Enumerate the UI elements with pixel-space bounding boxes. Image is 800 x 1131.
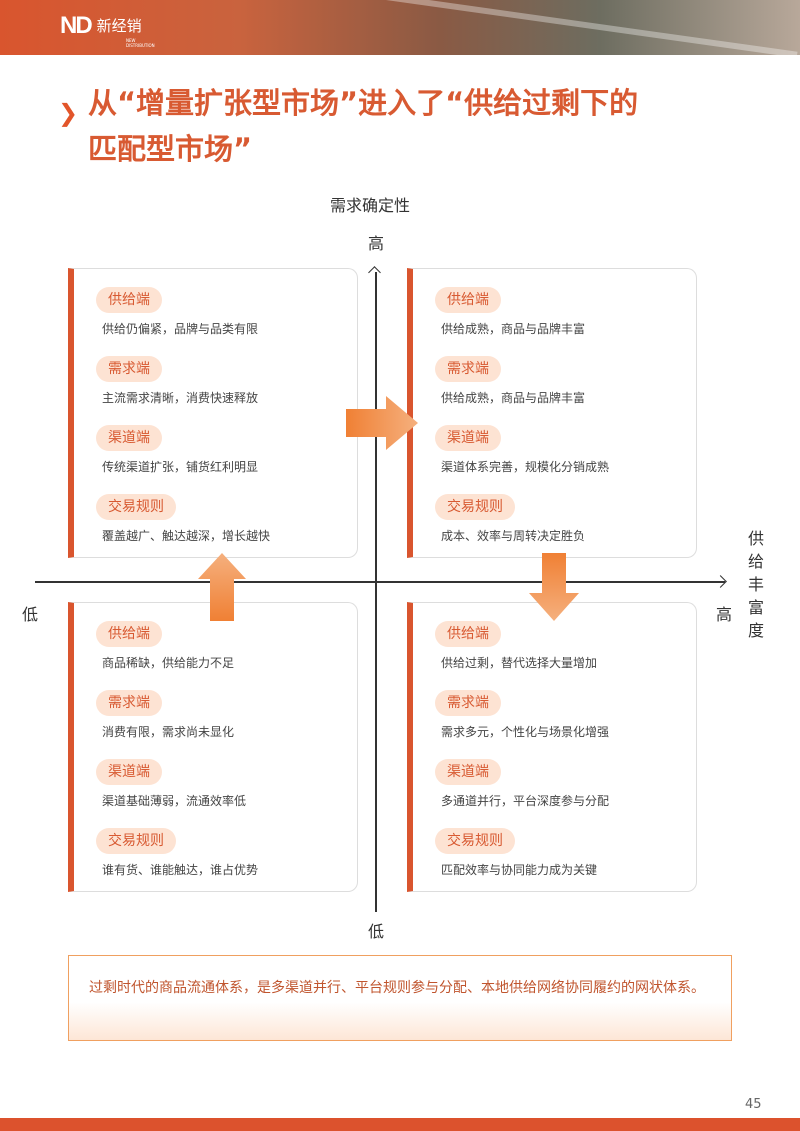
item-text: 多通道并行，平台深度参与分配 [441, 794, 610, 808]
item-text: 渠道基础薄弱，流通效率低 [102, 794, 247, 808]
quadrant-item: 渠道端渠道体系完善，规模化分销成熟 [435, 425, 696, 494]
item-label: 供给端 [96, 621, 162, 647]
item-text: 传统渠道扩张，铺货红利明显 [102, 460, 259, 474]
quadrant-item: 供给端供给仍偏紧，品牌与品类有限 [96, 287, 357, 356]
logo-mark: ND [60, 12, 93, 39]
quadrant-item: 需求端供给成熟，商品与品牌丰富 [435, 356, 696, 425]
item-text: 消费有限，需求尚未显化 [102, 725, 235, 739]
quadrant-item: 渠道端多通道并行，平台深度参与分配 [435, 759, 696, 828]
arrow-up-icon [198, 553, 246, 621]
quadrant-top-left: 供给端供给仍偏紧，品牌与品类有限 需求端主流需求清晰，消费快速释放 渠道端传统渠… [68, 268, 358, 558]
title-line-1: 从“增量扩张型市场”进入了“供给过剩下的 [88, 86, 639, 120]
conclusion-box: 过剩时代的商品流通体系，是多渠道并行、平台规则参与分配、本地供给网络协同履约的网… [68, 955, 732, 1041]
item-text: 渠道体系完善，规模化分销成熟 [441, 460, 610, 474]
page-title: ❯ 从“增量扩张型市场”进入了“供给过剩下的 匹配型市场” [58, 80, 758, 172]
y-axis-title: 需求确定性 [330, 196, 411, 215]
quadrant-item: 需求端需求多元，个性化与场景化增强 [435, 690, 696, 759]
footer-bar [0, 1118, 800, 1131]
header-banner: ND 新经销 NEW DISTRIBUTION [0, 0, 800, 58]
quadrant-bottom-right: 供给端供给过剩，替代选择大量增加 需求端需求多元，个性化与场景化增强 渠道端多通… [407, 602, 697, 892]
item-label: 交易规则 [435, 494, 515, 520]
item-label: 渠道端 [96, 425, 162, 451]
item-text: 供给成熟，商品与品牌丰富 [441, 322, 586, 336]
item-label: 供给端 [96, 287, 162, 313]
x-axis-title: 供给丰富度 [748, 529, 765, 640]
item-text: 成本、效率与周转决定胜负 [441, 529, 586, 543]
item-text: 商品稀缺，供给能力不足 [102, 656, 235, 670]
item-text: 主流需求清晰，消费快速释放 [102, 391, 259, 405]
quadrant-item: 交易规则谁有货、谁能触达，谁占优势 [96, 828, 357, 897]
x-axis-low: 低 [22, 605, 39, 624]
y-axis-high: 高 [368, 234, 385, 253]
arrow-down-icon [529, 553, 579, 621]
item-label: 需求端 [435, 690, 501, 716]
quadrant-item: 需求端主流需求清晰，消费快速释放 [96, 356, 357, 425]
logo: ND 新经销 NEW DISTRIBUTION [60, 12, 155, 48]
item-text: 需求多元，个性化与场景化增强 [441, 725, 610, 739]
quadrant-item: 渠道端传统渠道扩张，铺货红利明显 [96, 425, 357, 494]
quadrant-bottom-left: 供给端商品稀缺，供给能力不足 需求端消费有限，需求尚未显化 渠道端渠道基础薄弱，… [68, 602, 358, 892]
quadrant-item: 交易规则匹配效率与协同能力成为关键 [435, 828, 696, 897]
item-label: 交易规则 [435, 828, 515, 854]
item-label: 供给端 [435, 287, 501, 313]
item-text: 供给成熟，商品与品牌丰富 [441, 391, 586, 405]
item-label: 需求端 [96, 356, 162, 382]
item-label: 渠道端 [435, 759, 501, 785]
item-label: 供给端 [435, 621, 501, 647]
item-label: 需求端 [435, 356, 501, 382]
item-text: 谁有货、谁能触达，谁占优势 [102, 863, 259, 877]
quadrant-item: 供给端商品稀缺，供给能力不足 [96, 621, 357, 690]
quadrant-item: 供给端供给成熟，商品与品牌丰富 [435, 287, 696, 356]
item-label: 渠道端 [435, 425, 501, 451]
quadrant-item: 交易规则成本、效率与周转决定胜负 [435, 494, 696, 563]
y-axis-low: 低 [368, 922, 385, 941]
chevron-right-icon: ❯ [58, 99, 79, 127]
arrow-right-icon [346, 396, 418, 450]
x-axis-high: 高 [716, 605, 733, 624]
quadrant-item: 渠道端渠道基础薄弱，流通效率低 [96, 759, 357, 828]
quadrant-item: 供给端供给过剩，替代选择大量增加 [435, 621, 696, 690]
title-line-2: 匹配型市场” [88, 132, 253, 166]
logo-text: 新经销 [96, 16, 142, 35]
quadrant-item: 交易规则覆盖越广、触达越深，增长越快 [96, 494, 357, 563]
item-label: 交易规则 [96, 494, 176, 520]
item-text: 供给仍偏紧，品牌与品类有限 [102, 322, 259, 336]
item-text: 覆盖越广、触达越深，增长越快 [102, 529, 271, 543]
quadrant-item: 需求端消费有限，需求尚未显化 [96, 690, 357, 759]
x-axis [35, 581, 725, 583]
item-text: 供给过剩，替代选择大量增加 [441, 656, 598, 670]
item-text: 匹配效率与协同能力成为关键 [441, 863, 598, 877]
logo-subtext: NEW DISTRIBUTION [126, 38, 155, 48]
page-number: 45 [745, 1097, 762, 1112]
item-label: 渠道端 [96, 759, 162, 785]
banner-shelf [202, 0, 798, 58]
quadrant-top-right: 供给端供给成熟，商品与品牌丰富 需求端供给成熟，商品与品牌丰富 渠道端渠道体系完… [407, 268, 697, 558]
item-label: 需求端 [96, 690, 162, 716]
y-axis [375, 272, 377, 912]
item-label: 交易规则 [96, 828, 176, 854]
